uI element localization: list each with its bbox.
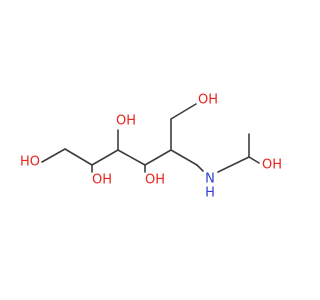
bond-a7-a8 [170,103,197,120]
molecule-structure: OH NH OH OH OH OH HO [20,93,282,201]
bond-a5-a6 [170,149,198,166]
atom-label-a16: OH [92,173,112,188]
atom-label-a15: OH [116,114,136,129]
atom-label-a8: OH [198,93,218,108]
bond-a2-a17 [41,148,66,163]
atom-label-layer: OH NH OH OH OH OH HO [20,93,282,201]
bond-a2-a3 [91,149,119,166]
bond-a11-a13 [248,156,260,164]
bond-a3-a4 [117,149,146,166]
bond-a4-a5 [144,149,172,166]
bond-a9-a11 [217,156,250,173]
bond-a6-a9 [196,164,204,172]
atom-label-a14: OH [145,173,165,188]
atom-label-a9: N [205,172,215,187]
bond-layer [41,103,260,173]
atom-label-a10: H [205,186,215,201]
atom-label-a13: OH [262,158,282,173]
bond-a1-a2 [64,148,93,166]
atom-label-a17: HO [20,155,40,170]
